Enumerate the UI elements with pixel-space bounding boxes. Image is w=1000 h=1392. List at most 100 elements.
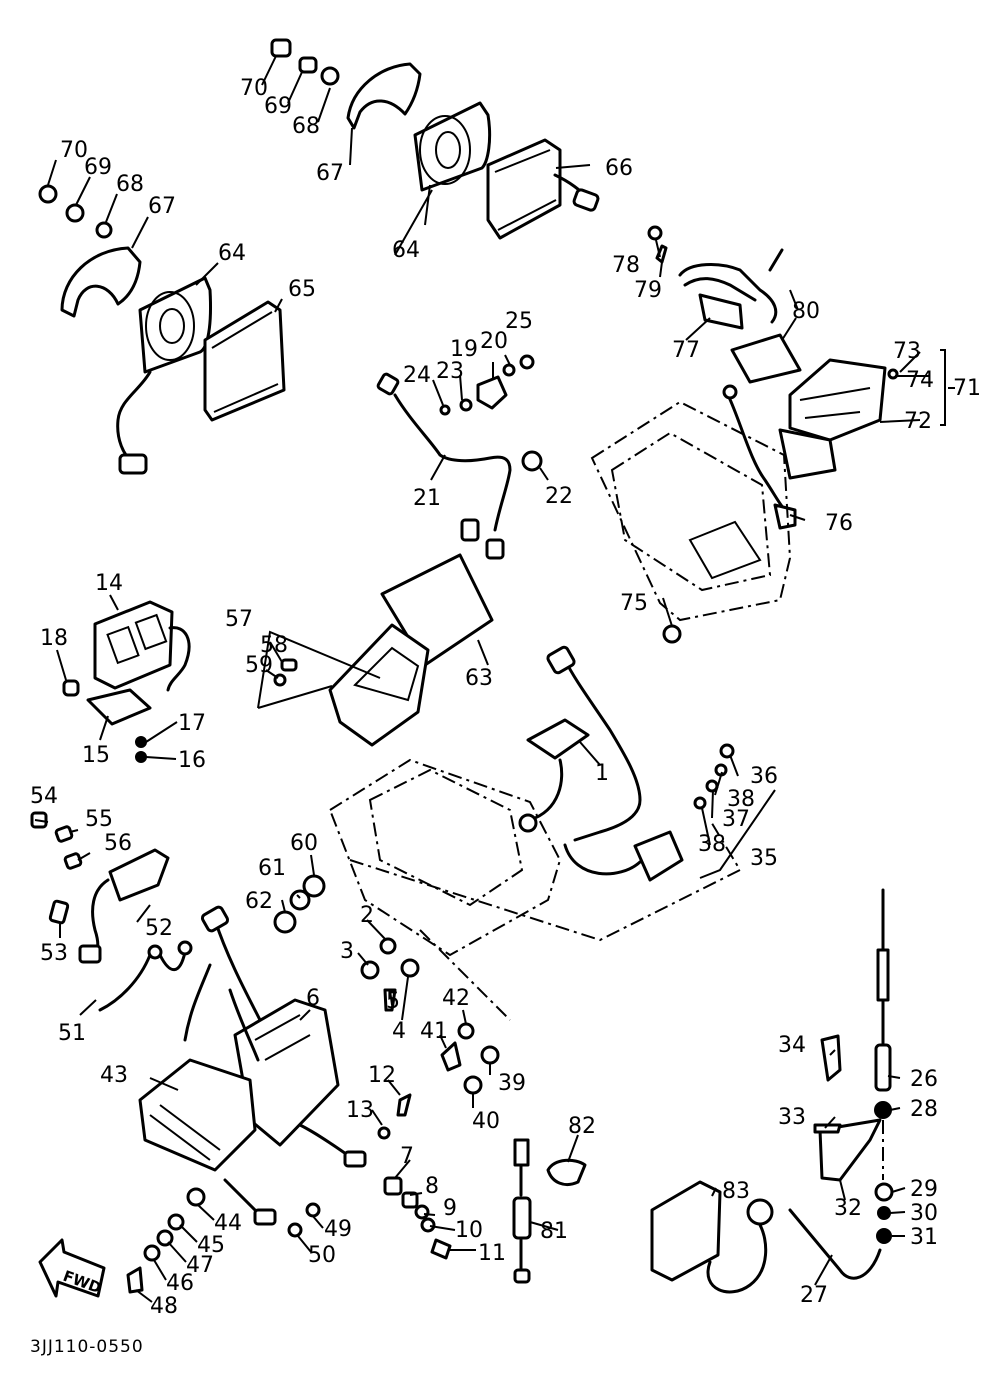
center-wiring-group (376, 354, 543, 560)
lower-electronics-group (126, 905, 452, 1294)
part-69-washer-top (298, 56, 318, 74)
callout-35: 35 (750, 846, 778, 871)
left-speaker-assembly (38, 184, 286, 475)
callout-12: 12 (368, 1063, 396, 1088)
callout-72: 72 (904, 409, 932, 434)
callout-34: 34 (778, 1033, 806, 1058)
part-68-nut-top (320, 66, 340, 86)
callout-30: 30 (910, 1201, 938, 1226)
fwd-arrow: FWD (38, 1238, 106, 1298)
part-32-bracket (818, 1118, 882, 1182)
part-22-grommet (521, 450, 543, 472)
callout-79: 79 (634, 278, 662, 303)
callout-16: 16 (178, 748, 206, 773)
callout-31: 31 (910, 1225, 938, 1250)
callout-53: 53 (40, 941, 68, 966)
callout-41: 41 (420, 1019, 448, 1044)
callout-8: 8 (425, 1174, 439, 1199)
callout-38-upper: 38 (727, 787, 755, 812)
callout-75: 75 (620, 591, 648, 616)
callout-14: 14 (95, 571, 123, 596)
callout-28: 28 (910, 1097, 938, 1122)
callout-82: 82 (568, 1114, 596, 1139)
callout-54: 54 (30, 784, 58, 809)
callout-50: 50 (308, 1243, 336, 1268)
callout-1: 1 (595, 761, 609, 786)
callout-61: 61 (258, 856, 286, 881)
callout-71: 71 (953, 376, 981, 401)
callout-25: 25 (505, 309, 533, 334)
callout-43: 43 (100, 1063, 128, 1088)
callout-51: 51 (58, 1021, 86, 1046)
callout-24: 24 (403, 363, 431, 388)
callout-27: 27 (800, 1283, 828, 1308)
part-26-antenna (876, 948, 890, 1002)
callout-19: 19 (450, 337, 478, 362)
upper-speaker-assembly (270, 38, 600, 240)
part-80-plate (730, 333, 802, 384)
part-67-speaker-cover-top (346, 62, 422, 130)
left-unit-group (62, 600, 191, 763)
callout-40: 40 (472, 1109, 500, 1134)
center-box-group (257, 553, 494, 747)
part-64-speaker-top (413, 101, 492, 192)
callout-69-top: 69 (264, 94, 292, 119)
center-mount-group (273, 645, 742, 1095)
callout-48: 48 (150, 1294, 178, 1319)
callout-64-top: 64 (392, 238, 420, 263)
part-15-bracket (86, 688, 152, 726)
callout-32: 32 (834, 1196, 862, 1221)
callout-10: 10 (455, 1218, 483, 1243)
callout-67-left: 67 (148, 194, 176, 219)
callout-4: 4 (392, 1019, 406, 1044)
callout-60: 60 (290, 831, 318, 856)
callout-74: 74 (906, 368, 934, 393)
callout-67-top: 67 (316, 161, 344, 186)
callout-46: 46 (166, 1271, 194, 1296)
callout-33: 33 (778, 1105, 806, 1130)
callout-6: 6 (306, 986, 320, 1011)
callout-20: 20 (480, 329, 508, 354)
part-19-bracket (476, 375, 508, 410)
callout-81: 81 (540, 1219, 568, 1244)
callout-2: 2 (360, 903, 374, 928)
callout-68-left: 68 (116, 172, 144, 197)
part-82-clamp (546, 1158, 587, 1186)
callout-69-left: 69 (84, 155, 112, 180)
callout-63: 63 (465, 666, 493, 691)
callout-23: 23 (436, 359, 464, 384)
part-70-cap-top (270, 38, 292, 58)
callout-78: 78 (612, 253, 640, 278)
callout-42: 42 (442, 986, 470, 1011)
callout-57: 57 (225, 607, 253, 632)
callout-47: 47 (186, 1253, 214, 1278)
callout-3: 3 (340, 939, 354, 964)
callout-21: 21 (413, 486, 441, 511)
callout-5: 5 (386, 989, 400, 1014)
callout-73: 73 (893, 339, 921, 364)
callout-55: 55 (85, 807, 113, 832)
callout-17: 17 (178, 711, 206, 736)
callout-58: 58 (260, 633, 288, 658)
callout-39: 39 (498, 1071, 526, 1096)
part-83-remote-unit (650, 1180, 722, 1282)
diagram-code: 3JJ110-0550 (30, 1337, 144, 1357)
callout-52: 52 (145, 916, 173, 941)
callout-leaders (34, 55, 955, 1303)
callout-70-left: 70 (60, 138, 88, 163)
part-68-nut-left (95, 221, 113, 239)
part-67-speaker-cover-left (60, 246, 142, 318)
callout-36: 36 (750, 764, 778, 789)
callout-70-top: 70 (240, 76, 268, 101)
callout-9: 9 (443, 1196, 457, 1221)
callout-22: 22 (545, 484, 573, 509)
part-77-switch (698, 293, 744, 330)
callout-59: 59 (245, 653, 273, 678)
part-81-fuse (512, 1196, 532, 1240)
part-43-amplifier-unit (138, 1058, 257, 1172)
part-75-grommet (662, 624, 682, 644)
callout-labels: 70 69 68 67 64 66 70 69 68 67 64 65 25 2… (30, 76, 981, 1319)
part-14-meter-unit (93, 600, 174, 690)
console-panel-outline (590, 400, 792, 622)
